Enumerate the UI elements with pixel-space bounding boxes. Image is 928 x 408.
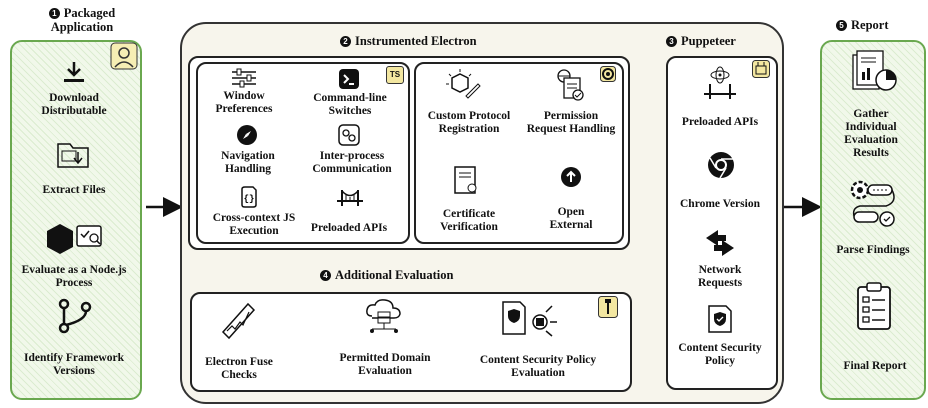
- permission-request-label: Permission Request Handling: [526, 110, 616, 135]
- content-security-policy-label: Content Security Policy: [678, 342, 762, 367]
- csp-evaluation-label: Content Security Policy Evaluation: [479, 354, 597, 379]
- packaged-panel: [10, 40, 142, 400]
- step-extract: Extract Files: [42, 184, 106, 196]
- svg-text:{}: {}: [244, 194, 255, 204]
- permission-doc-icon: [556, 68, 586, 102]
- network-arrows-icon: [704, 228, 736, 258]
- step-number-badge: 1: [48, 8, 60, 19]
- download-icon: [62, 60, 86, 84]
- braces-icon: {}: [240, 186, 258, 208]
- csp-shield-doc-icon: [706, 304, 734, 334]
- permitted-domain-label: Permitted Domain Evaluation: [339, 352, 431, 377]
- ts-badge: TS: [386, 66, 404, 84]
- report-title: Report: [851, 18, 889, 32]
- chromium-badge-icon: [600, 66, 616, 82]
- command-line-switches-label: Command-line Switches: [313, 92, 387, 117]
- step-evaluate-node: Evaluate as a Node.js Process: [21, 264, 127, 289]
- nodejs-icon: [44, 222, 104, 256]
- tools-badge-icon: [598, 296, 618, 318]
- packaged-title: Packaged Application: [50, 6, 116, 34]
- preloaded-apis-label: Preloaded APIs: [310, 222, 388, 234]
- additional-header: 4 Additional Evaluation: [320, 268, 453, 282]
- sliders-icon: [230, 68, 258, 88]
- network-requests-label: Network Requests: [697, 264, 743, 289]
- custom-protocol-label: Custom Protocol Registration: [427, 110, 511, 135]
- chrome-icon: [706, 150, 736, 180]
- user-avatar-icon: [110, 42, 138, 70]
- puppeteer-header: 3 Puppeteer: [666, 34, 736, 48]
- certificate-icon: [454, 166, 480, 196]
- navigation-handling-label: Navigation Handling: [221, 150, 275, 175]
- puppeteer-title: Puppeteer: [681, 34, 736, 48]
- electron-right-box: [414, 62, 624, 244]
- electron-left-box: [196, 62, 410, 244]
- step-download: Download Distributable: [41, 92, 107, 117]
- protocol-hexagon-icon: [444, 68, 482, 102]
- additional-title: Additional Evaluation: [335, 268, 454, 282]
- atom-bridge-icon: [702, 66, 738, 100]
- step-number-badge: 5: [836, 20, 847, 31]
- step-number-badge: 4: [320, 270, 331, 281]
- window-preferences-label: Window Preferences: [215, 90, 273, 115]
- puppeteer-panel: [666, 56, 778, 390]
- additional-panel: [190, 292, 632, 392]
- step-number-badge: 2: [340, 36, 351, 47]
- electron-header: 2 Instrumented Electron: [340, 34, 477, 48]
- terminal-icon: [338, 68, 360, 90]
- open-external-icon: [560, 166, 582, 188]
- cross-context-js-label: Cross-context JS Execution: [212, 212, 296, 237]
- chrome-version-label: Chrome Version: [680, 198, 760, 210]
- branch-icon: [56, 298, 96, 334]
- folder-extract-icon: [56, 138, 92, 170]
- ts-badge-label: TS: [389, 70, 401, 79]
- puppeteer-preloaded-apis-label: Preloaded APIs: [681, 116, 759, 128]
- inter-process-communication-label: Inter-process Communication: [312, 150, 392, 175]
- electron-fuse-checks-label: Electron Fuse Checks: [205, 356, 273, 381]
- final-report-label: Final Report: [843, 360, 907, 372]
- gather-docs-icon: [852, 50, 898, 100]
- parse-findings-label: Parse Findings: [836, 244, 910, 256]
- cloud-server-icon: [364, 298, 404, 336]
- clipboard-report-icon: [856, 282, 892, 330]
- step-identify-framework: Identify Framework Versions: [24, 352, 124, 377]
- puppeteer-badge-icon: [752, 60, 770, 78]
- csp-scan-icon: [500, 300, 560, 340]
- bridge-icon: [336, 188, 364, 208]
- report-header: 5 Report: [836, 18, 889, 32]
- gather-results-label: Gather Individual Evaluation Results: [844, 108, 898, 159]
- parse-findings-icon: [848, 178, 898, 230]
- electron-title: Instrumented Electron: [355, 34, 477, 48]
- compass-icon: [236, 124, 258, 146]
- fuse-icon: [218, 300, 258, 340]
- certificate-verification-label: Certificate Verification: [440, 208, 498, 233]
- ipc-gears-icon: [338, 124, 360, 146]
- step-number-badge: 3: [666, 36, 677, 47]
- open-external-label: Open External: [549, 206, 593, 231]
